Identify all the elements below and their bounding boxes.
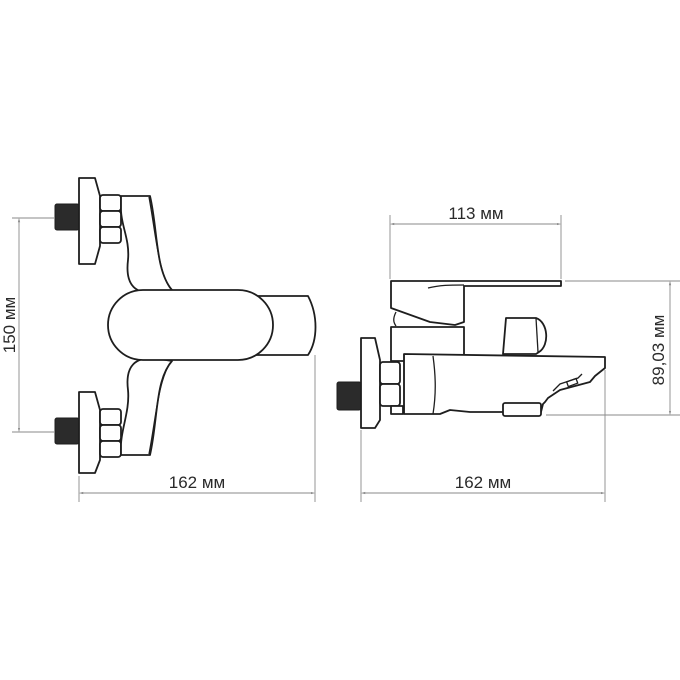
top-flange [78, 177, 101, 265]
bottom-thread-icon [54, 417, 80, 445]
front-view: 150 мм 162 мм [0, 177, 317, 502]
diverter-knob [502, 317, 548, 355]
top-thread-icon [54, 203, 80, 231]
lever-handle [390, 280, 562, 326]
front-height-label: 150 мм [0, 297, 19, 353]
top-nut [99, 194, 122, 212]
side-thread-icon [336, 381, 362, 411]
spout-body [403, 353, 606, 415]
oval-body [107, 289, 274, 361]
lower-arm [120, 357, 173, 456]
aerator [502, 402, 542, 417]
side-height-label: 89,03 мм [649, 315, 668, 386]
side-nut [379, 361, 401, 385]
bottom-nut [99, 408, 122, 426]
handle-length-label: 113 мм [448, 204, 503, 223]
bottom-flange [78, 391, 101, 474]
side-width-label: 162 мм [455, 473, 511, 492]
side-view: 113 мм 89,03 мм 162 мм [336, 204, 680, 502]
side-flange [360, 337, 381, 429]
front-width-label: 162 мм [169, 473, 225, 492]
